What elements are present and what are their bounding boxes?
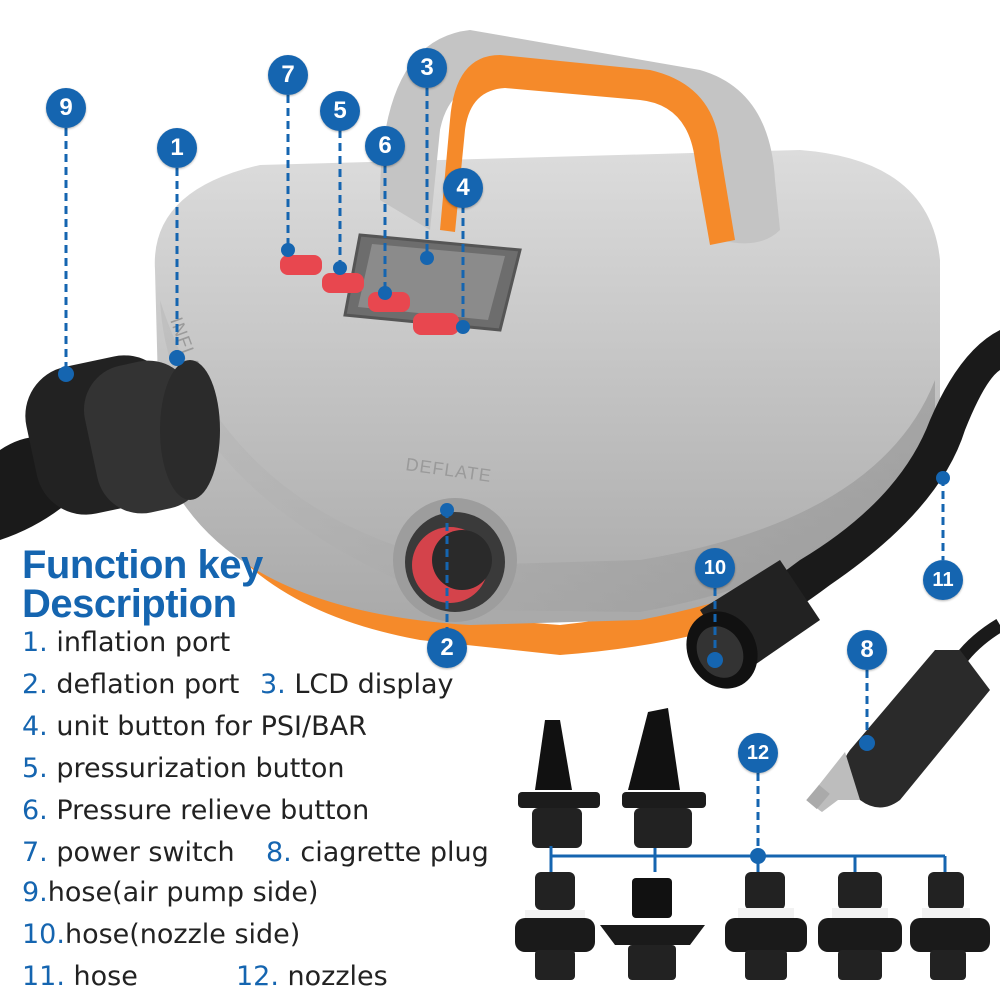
minus-button[interactable] (368, 292, 410, 312)
callout-4: 4 (443, 168, 483, 208)
handle-orange-inner (440, 55, 735, 245)
callout-5: 5 (320, 91, 360, 131)
nozzle-top-2 (622, 708, 706, 848)
nozzle-top-1 (518, 720, 600, 848)
nozzle-bottom-5 (910, 872, 990, 980)
callout-7: 7 (268, 55, 308, 95)
description-item-4: 4. unit button for PSI/BAR (22, 711, 367, 742)
callout-2: 2 (427, 628, 467, 668)
callout-11: 11 (923, 560, 963, 600)
leader-lines (64, 88, 945, 856)
description-item-9: 9.hose(air pump side) (22, 877, 319, 908)
callout-10: 10 (695, 548, 735, 588)
nozzle-bottom-2 (600, 878, 705, 980)
description-item-6: 6. Pressure relieve button (22, 795, 370, 826)
cigarette-plug (842, 650, 990, 808)
cigarette-plug-cable (954, 618, 1000, 665)
nozzle-bracket (549, 846, 947, 872)
callout-3: 3 (407, 48, 447, 88)
description-item-8: 8. ciagrette plug (266, 837, 489, 868)
description-heading-line2: Description (22, 582, 237, 626)
pump-body (154, 150, 941, 625)
callout-6: 6 (365, 126, 405, 166)
power-switch-button[interactable] (280, 255, 322, 275)
callout-12: 12 (738, 733, 778, 773)
description-item-2: 2. deflation port (22, 669, 240, 700)
callout-8: 8 (847, 630, 887, 670)
callout-9: 9 (46, 88, 86, 128)
description-item-7: 7. power switch (22, 837, 235, 868)
leader-dots (58, 243, 950, 864)
description-item-3: 3. LCD display (260, 669, 454, 700)
nozzle-bottom-4 (818, 872, 902, 980)
description-heading-line1: Function key (22, 543, 263, 587)
unit-button[interactable] (413, 313, 459, 335)
description-item-11: 11. hose (22, 961, 138, 992)
description-item-12: 12. nozzles (236, 961, 388, 992)
description-item-5: 5. pressurization button (22, 753, 345, 784)
description-item-1: 1. inflation port (22, 627, 231, 658)
pump-side-face (160, 300, 935, 612)
nozzle-bottom-3 (725, 872, 807, 980)
callout-1: 1 (157, 128, 197, 168)
nozzle-bottom-1 (515, 872, 595, 980)
description-item-10: 10.hose(nozzle side) (22, 919, 301, 950)
plus-button[interactable] (322, 273, 364, 293)
